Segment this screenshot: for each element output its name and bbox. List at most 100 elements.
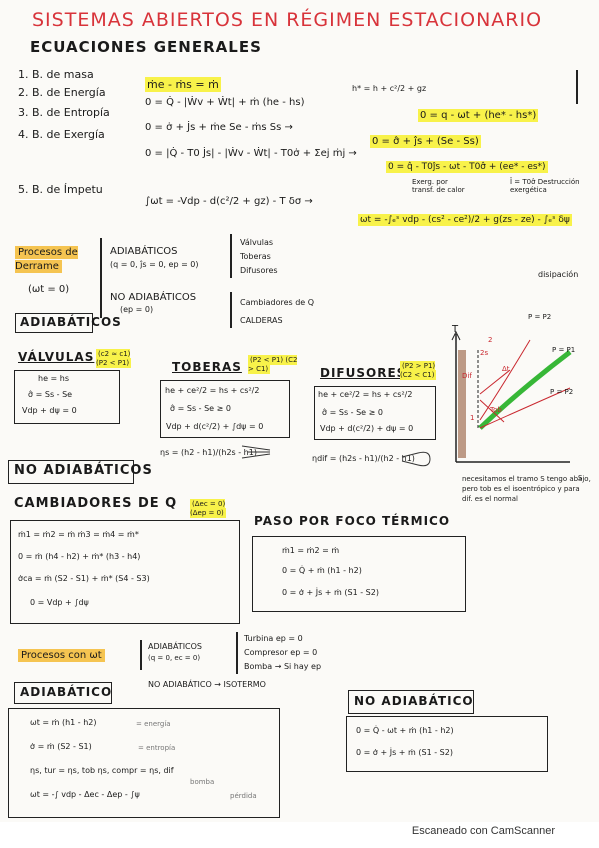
balance-label-masa: 1. B. de masa <box>18 68 94 81</box>
valvulas-line-1: he = hs <box>38 374 70 383</box>
adiabatico-faint-1: = energía <box>136 720 171 728</box>
difusores-efficiency: ηdif = (h2s - h1)/(h2 - h1) <box>312 454 415 463</box>
cambiadores-box <box>10 520 240 624</box>
ts-point-1: 1 <box>470 414 475 422</box>
procesos-wt-item-bomba: Bomba → Si hay ep <box>244 662 322 671</box>
adiabaticos-title: ADIABÁTICOS <box>20 315 122 329</box>
adiabatico-box <box>14 682 112 704</box>
adiabatico-line-1: ωt = ṁ (h1 - h2) <box>30 718 97 727</box>
toberas-cond: (P2 < P1) (C2 > C1) <box>248 355 298 374</box>
ts-label-p2-bottom: P = P2 <box>550 388 574 396</box>
paso-line-3: 0 = σ̇ + J̇s + ṁ (S1 - S2) <box>282 588 379 597</box>
ts-label-p1: P = P1 <box>552 346 576 354</box>
derrame-item-toberas: Toberas <box>240 252 271 261</box>
valvulas-line-3: Vdp + dψ = 0 <box>22 406 77 415</box>
adiabatico-faint-4: pérdida <box>230 792 257 800</box>
cambiadores-line-1: ṁ1 = ṁ2 = ṁ ṁ3 = ṁ4 = ṁ* <box>18 530 139 539</box>
difusores-line-3: Vdp + d(c²/2) + dψ = 0 <box>320 424 414 433</box>
noadiab-box <box>8 460 134 484</box>
h-star-note: h* = h + c²/2 + gz <box>352 84 427 93</box>
derrame-item-cambiadores: Cambiadores de Q <box>240 298 315 307</box>
section-general: ECUACIONES GENERALES <box>30 38 262 56</box>
balance-eq-entropia: 0 = σ̇ + J̇s + ṁe Se - ṁs Ss → <box>145 122 293 133</box>
scanner-footer: Escaneado con CamScanner <box>0 822 599 848</box>
difusores-box <box>314 386 436 440</box>
derrame-item-calderas: CALDERAS <box>240 316 283 325</box>
exergy-note-calor: Exerg. por transf. de calor <box>412 178 465 194</box>
adiabaticos-box <box>15 313 93 333</box>
procesos-wt-label: Procesos con ωt <box>18 649 105 662</box>
derrame-adiab-cond: (q = 0, ĵs = 0, ep = 0) <box>110 260 199 269</box>
no-adiabatico-line-1: 0 = Q̇ - ωt + ṁ (h1 - h2) <box>356 726 454 735</box>
toberas-line-2: σ̂ = Ss - Se ≥ 0 <box>170 404 231 413</box>
cambiadores-line-3: σ̇ca = ṁ (S2 - S1) + ṁ* (S4 - S3) <box>18 574 150 583</box>
balance-eq-exergia: 0 = |Q̇ - T0 J̇s| - |Ẇv - Ẇt| - T0σ̇ + Σ… <box>145 148 357 159</box>
balance-label-entropia: 3. B. de Entropía <box>18 106 110 119</box>
noadiab-title: NO ADIABÁTICOS <box>14 463 153 478</box>
notes-page: SISTEMAS ABIERTOS EN RÉGIMEN ESTACIONARI… <box>8 9 591 818</box>
ts-label-p2-top: P = P2 <box>528 313 552 321</box>
energy-result: 0 = q - ωt + (he* - hs*) <box>418 109 539 122</box>
entropy-result: 0 = σ̂ + ĵs + (Se - Ss) <box>370 135 481 148</box>
no-adiabatico-box <box>348 690 474 714</box>
cambiadores-line-2: 0 = ṁ (h4 - h2) + ṁ* (h3 - h4) <box>18 552 141 561</box>
footer-text: Escaneado con CamScanner <box>411 825 555 837</box>
paso-line-2: 0 = Q̇ + ṁ (h1 - h2) <box>282 566 362 575</box>
toberas-line-3: Vdp + d(c²/2) + ∫dψ = 0 <box>166 422 264 431</box>
derrame-item-valvulas: Válvulas <box>240 238 274 247</box>
valvulas-line-2: σ̂ = Ss - Se <box>28 390 73 399</box>
toberas-title: TOBERAS <box>172 360 242 374</box>
page-title: SISTEMAS ABIERTOS EN RÉGIMEN ESTACIONARI… <box>32 9 543 31</box>
procesos-wt-noadiab: NO ADIABÁTICO → ISOTERMO <box>148 680 266 689</box>
no-adiabatico-eq-box <box>346 716 548 772</box>
derrame-brace <box>100 238 102 318</box>
noadiab-items-brace <box>230 292 232 328</box>
procesos-wt-adiab-cond: (q = 0, ec = 0) <box>148 654 201 662</box>
adiabatico-title: ADIABÁTICO <box>20 685 113 699</box>
valvulas-title: VÁLVULAS <box>18 350 95 364</box>
balance-eq-masa: ṁe - ṁs = ṁ <box>145 77 221 92</box>
exergy-note-destruccion: Î = T0σ̂ Destrucción exergética <box>510 178 580 194</box>
balance-eq-energia: 0 = Q̇ - |Ẇv + Ẇt| + ṁ (he - hs) <box>145 97 305 108</box>
cambiadores-title: CAMBIADORES DE Q <box>14 496 178 511</box>
toberas-line-1: he + ce²/2 = hs + cs²/2 <box>165 386 260 395</box>
balance-label-impetu: 5. B. de Ímpetu <box>18 183 103 196</box>
procesos-wt-items-brace <box>236 632 238 674</box>
derrame-adiab: ADIABÁTICOS <box>110 246 178 257</box>
procesos-wt-adiab: ADIABÁTICOS <box>148 642 203 651</box>
adiabatico-line-2: σ̇ = ṁ (S2 - S1) <box>30 742 92 751</box>
no-adiabatico-line-2: 0 = σ̇ + J̇s + ṁ (S1 - S2) <box>356 748 453 757</box>
valvulas-box <box>14 370 120 424</box>
derrame-noadiab: NO ADIABÁTICOS <box>110 292 197 303</box>
ts-label-tob: Tob <box>490 406 502 414</box>
derrame-label: Procesos de Derrame <box>15 246 78 273</box>
diagram-note: necesitamos el tramo S tengo abajo, pero… <box>462 475 591 503</box>
derrame-cond: (ωt = 0) <box>28 284 70 295</box>
derrame-item-difusores: Difusores <box>240 266 278 275</box>
adiabatico-line-4: ωt = -∫ vdp - Δec - Δep - ∫ψ <box>30 790 140 799</box>
diffuser-icon <box>401 451 431 467</box>
ts-point-2s: 2s <box>480 349 489 357</box>
toberas-efficiency: ηs = (h2 - h1)/(h2s - h1) <box>160 448 257 457</box>
adiabatico-eq-box <box>8 708 280 818</box>
procesos-wt-item-turbina: Turbina ep = 0 <box>244 634 303 643</box>
paso-box <box>252 536 466 612</box>
paso-line-1: ṁ1 = ṁ2 = ṁ <box>282 546 340 555</box>
ts-label-at: Δt <box>502 365 510 373</box>
adiabatico-faint-3: bomba <box>190 778 215 786</box>
nozzle-icon <box>241 445 271 459</box>
difusores-cond: (P2 > P1) (C2 < C1) <box>400 361 437 380</box>
balance-label-energia: 2. B. de Energía <box>18 86 106 99</box>
paso-title: PASO POR FOCO TÉRMICO <box>254 514 451 528</box>
difusores-line-2: σ̂ = Ss - Se ≥ 0 <box>322 408 383 417</box>
ts-point-2: 2 <box>488 336 493 344</box>
adiabatico-faint-2: = entropía <box>138 744 176 752</box>
procesos-wt-item-compresor: Compresor ep = 0 <box>244 648 318 657</box>
ts-label-dif: Dif <box>462 372 472 380</box>
ts-diagram <box>451 330 572 463</box>
adiabatico-line-3: ηs, tur = ηs, tob ηs, compr = ηs, dif <box>30 766 174 775</box>
ts-axis-s: S <box>578 474 583 482</box>
right-margin-mark <box>576 70 578 104</box>
balance-label-exergia: 4. B. de Exergía <box>18 128 105 141</box>
toberas-box <box>160 380 290 438</box>
